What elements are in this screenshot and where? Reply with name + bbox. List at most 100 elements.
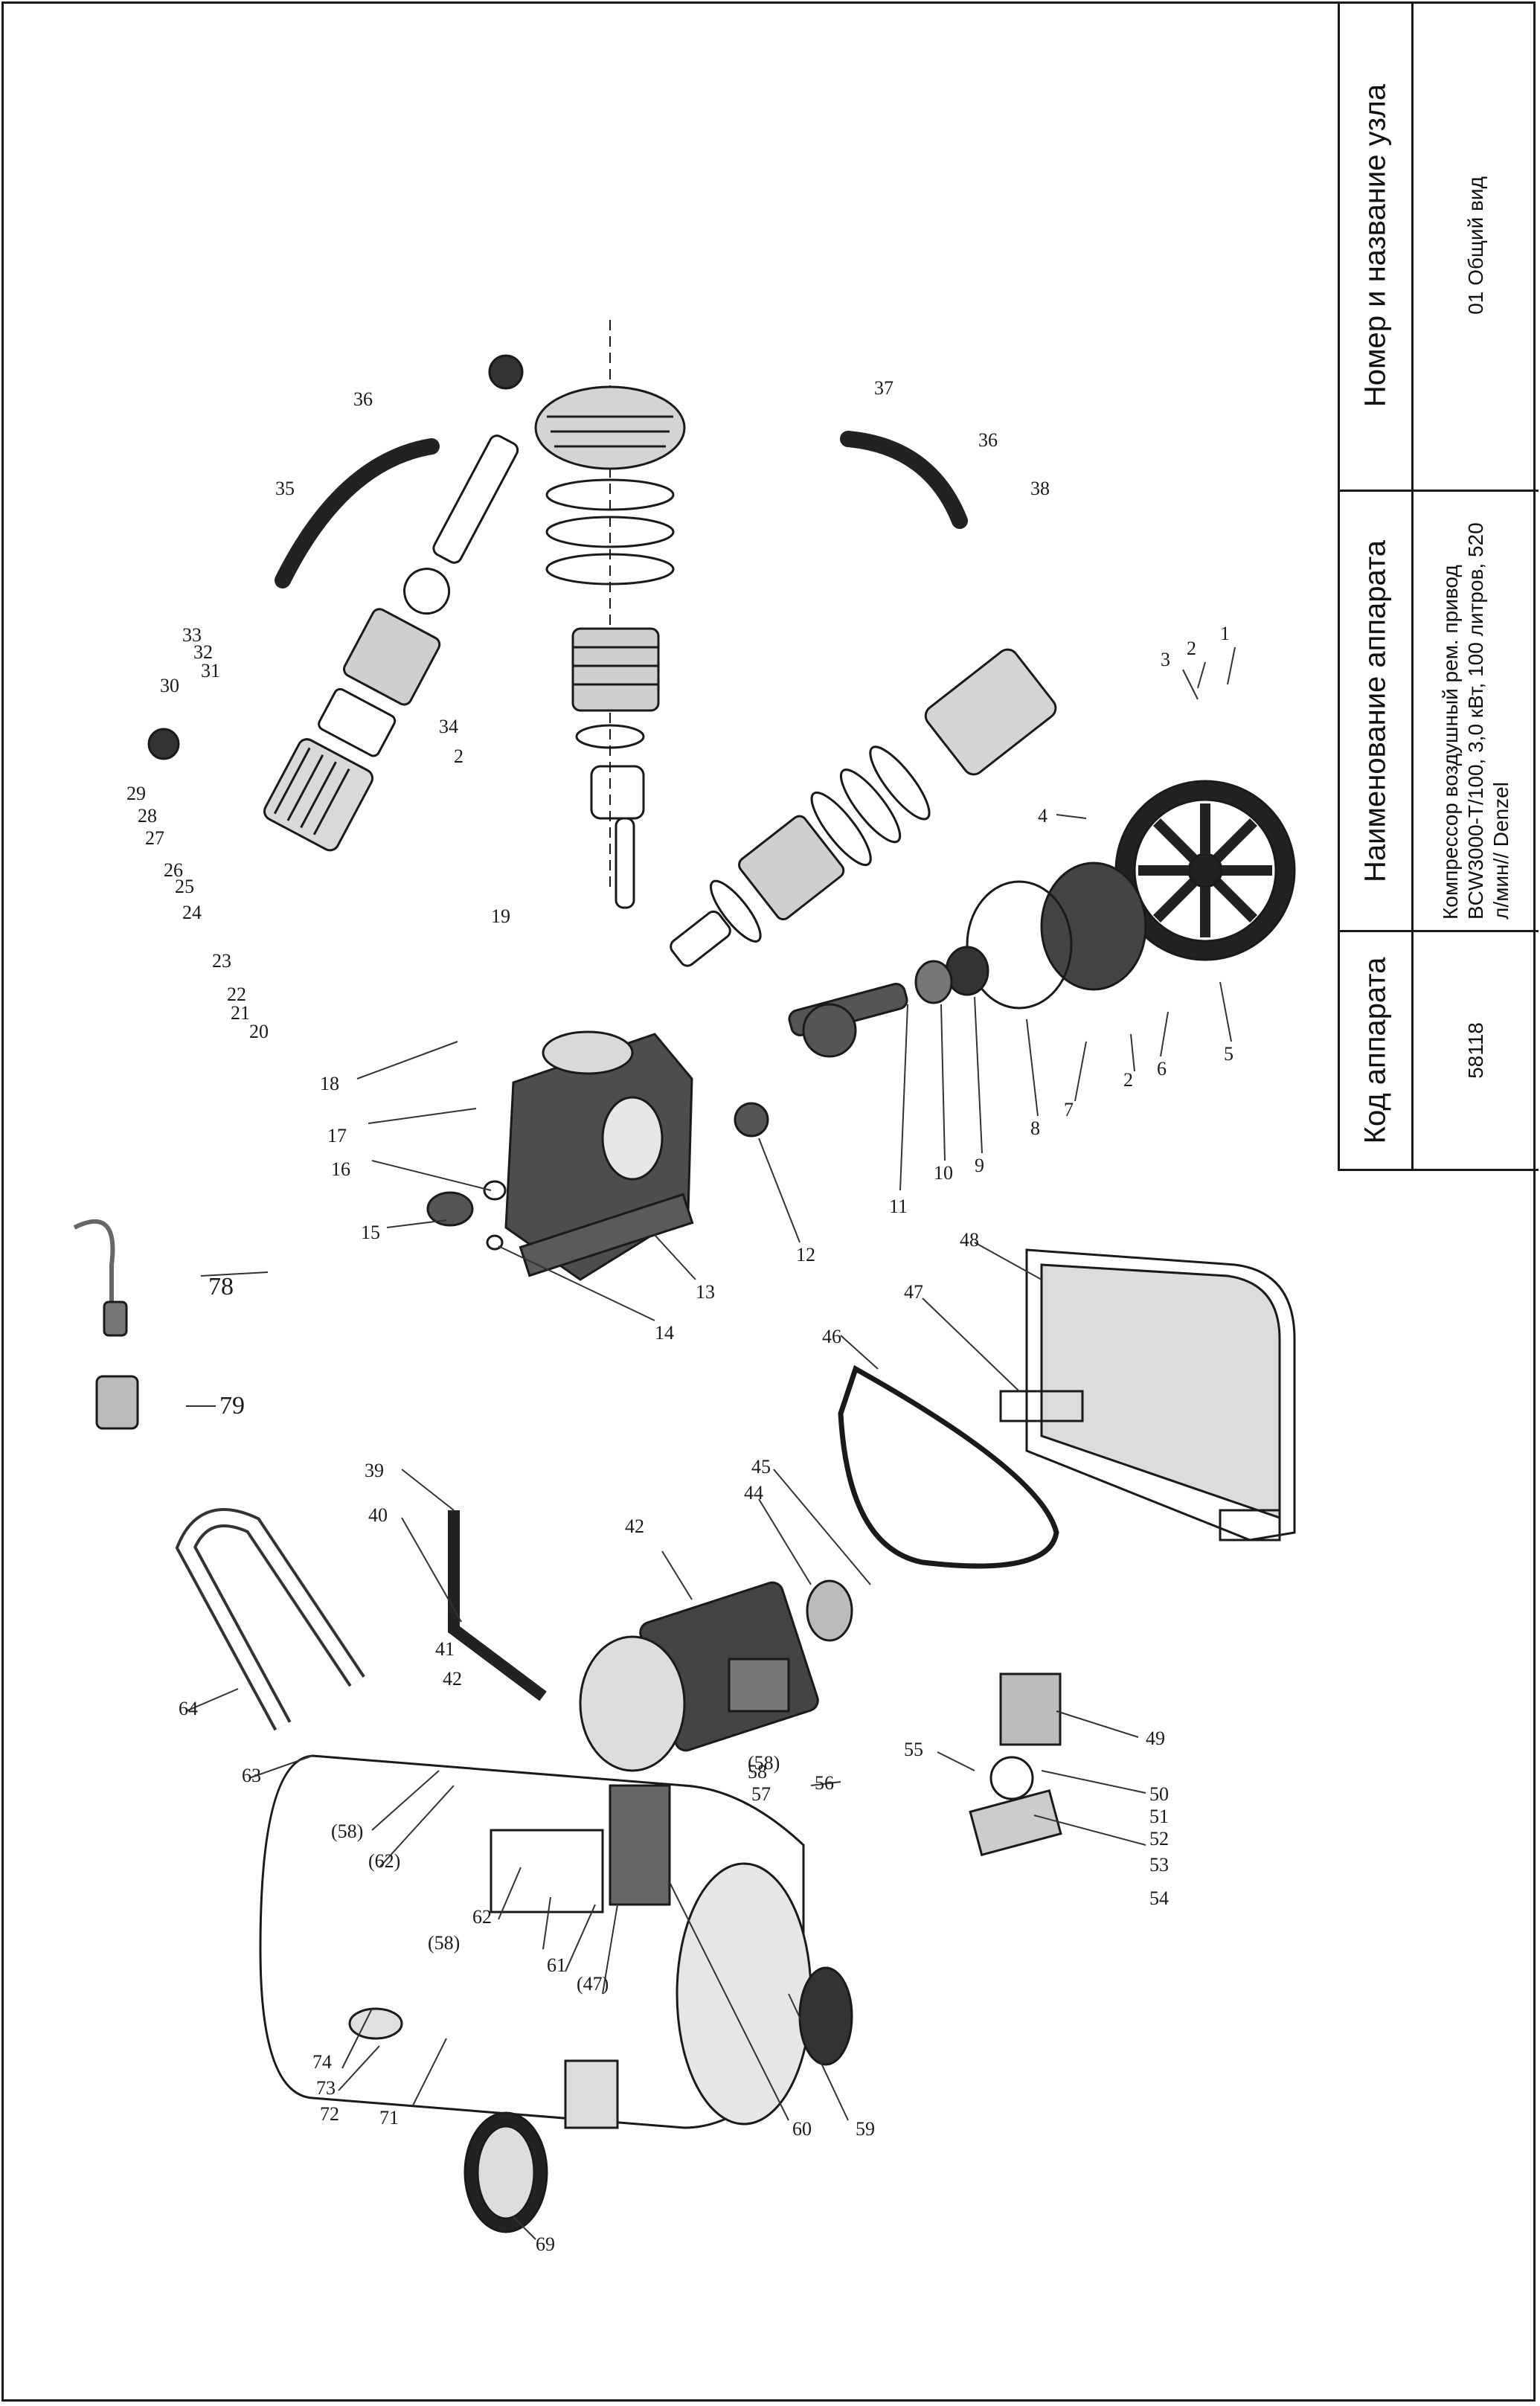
callout-55: 55 xyxy=(904,1739,923,1760)
code-header: Код аппарата xyxy=(1358,957,1392,1144)
callout-20: 20 xyxy=(249,1021,269,1042)
callout-78: 78 xyxy=(208,1273,234,1300)
callout-27: 27 xyxy=(145,827,164,849)
node-header: Номер и название узла xyxy=(1358,83,1392,408)
crankshaft xyxy=(734,983,908,1138)
callout-47: 47 xyxy=(904,1281,923,1303)
callout-58-left: (58) xyxy=(331,1820,363,1842)
callout-59: 59 xyxy=(856,2118,875,2140)
callout-2: 2 xyxy=(1123,1069,1133,1091)
callout-17: 17 xyxy=(327,1125,347,1146)
callout-29: 29 xyxy=(126,783,146,804)
callout-12: 12 xyxy=(796,1244,815,1265)
callout-62-paren: (62) xyxy=(368,1850,400,1872)
callout-42-motor: 42 xyxy=(625,1515,644,1537)
callout-25: 25 xyxy=(175,876,194,897)
pressure-switch xyxy=(999,1672,1062,1746)
gasket xyxy=(966,880,1073,1010)
name-header-cell: Наименование аппарата xyxy=(1340,492,1411,930)
callout-49: 49 xyxy=(1146,1727,1165,1749)
callout-30: 30 xyxy=(160,675,179,696)
v-belt xyxy=(838,1364,1059,1569)
callout-18: 18 xyxy=(320,1073,339,1094)
callout-36: 36 xyxy=(978,429,998,451)
right-intake-hose xyxy=(840,431,968,529)
code-header-cell: Код аппарата xyxy=(1340,932,1411,1169)
electric-motor xyxy=(579,1581,819,1772)
right-cylinder-assembly xyxy=(670,648,1057,967)
callout-48: 48 xyxy=(960,1229,979,1251)
callout-63: 63 xyxy=(242,1765,261,1786)
callout-19: 19 xyxy=(491,905,510,927)
crankcase xyxy=(504,1030,694,1281)
callout-50: 50 xyxy=(1149,1783,1169,1805)
callout-69: 69 xyxy=(536,2233,555,2255)
callout-2: 2 xyxy=(454,745,463,767)
callout-41: 41 xyxy=(435,1638,455,1660)
name-header: Наименование аппарата xyxy=(1358,539,1392,882)
callout-14: 14 xyxy=(655,1322,674,1344)
node-header-cell: Номер и название узла xyxy=(1340,1,1411,490)
callout-8: 8 xyxy=(1030,1117,1040,1139)
wheel xyxy=(463,2111,548,2233)
node-value: 01 Общий вид xyxy=(1464,176,1487,315)
callout-60: 60 xyxy=(792,2118,812,2140)
callout-11: 11 xyxy=(889,1196,908,1217)
code-value-cell: 58118 xyxy=(1414,932,1539,1169)
callout-6: 6 xyxy=(1157,1058,1167,1080)
callout-5: 5 xyxy=(1224,1043,1233,1065)
callout-9: 9 xyxy=(975,1155,984,1176)
motor-pulley xyxy=(806,1579,853,1642)
name-value: Компрессор воздушный рем. привод BCW3000… xyxy=(1439,522,1512,920)
callout-38: 38 xyxy=(1030,478,1050,499)
callout-23: 23 xyxy=(212,950,231,972)
callout-24: 24 xyxy=(182,902,202,923)
pressure-switch-box xyxy=(609,1784,671,1906)
belt-guard xyxy=(999,1248,1296,1542)
left-cylinder-assembly xyxy=(263,434,519,852)
callout-74: 74 xyxy=(312,2051,332,2073)
callout-44: 44 xyxy=(744,1482,763,1504)
callout-31: 31 xyxy=(201,660,220,681)
callout-37: 37 xyxy=(874,377,893,399)
callout-39: 39 xyxy=(365,1460,384,1481)
callout-34: 34 xyxy=(439,716,458,737)
callout-71: 71 xyxy=(379,2107,399,2128)
callout-16: 16 xyxy=(331,1158,350,1180)
air-tank xyxy=(259,1754,853,2129)
callout-62: 62 xyxy=(472,1906,492,1928)
callout-10: 10 xyxy=(934,1162,953,1184)
callout-26: 26 xyxy=(164,859,183,881)
callout-58-motor: (58) xyxy=(748,1752,780,1774)
callout-53: 53 xyxy=(1149,1854,1169,1876)
callout-32: 32 xyxy=(193,641,213,663)
callout-57: 57 xyxy=(751,1783,771,1805)
callout-4: 4 xyxy=(1038,805,1047,827)
callout-61: 61 xyxy=(547,1954,566,1976)
callout-42: 42 xyxy=(443,1668,462,1690)
callout-22: 22 xyxy=(227,984,246,1005)
callout-46: 46 xyxy=(822,1326,841,1347)
callout-33: 33 xyxy=(182,624,202,646)
callout-21: 21 xyxy=(231,1002,250,1024)
callout-47-paren: (47) xyxy=(577,1973,609,1995)
node-value-cell: 01 Общий вид xyxy=(1414,1,1539,490)
callout-36: 36 xyxy=(353,388,373,410)
callout-2: 2 xyxy=(1187,638,1196,659)
callout-56: 56 xyxy=(815,1772,834,1794)
callout-79: 79 xyxy=(219,1392,245,1419)
code-value: 58118 xyxy=(1464,1022,1487,1079)
callout-64: 64 xyxy=(179,1698,198,1719)
exploded-view-drawing: 1 2 3 4 5 6 2 7 8 9 10 11 12 13 14 15 16… xyxy=(73,320,1296,2255)
left-intake-hose xyxy=(275,438,440,588)
callout-35: 35 xyxy=(275,478,295,499)
callout-72: 72 xyxy=(320,2103,339,2125)
title-block: Номер и название узла 01 Общий вид Наиме… xyxy=(1338,1,1539,1171)
callout-15: 15 xyxy=(361,1222,380,1243)
callout-52: 52 xyxy=(1149,1828,1169,1850)
callout-28: 28 xyxy=(138,805,157,827)
callout-54: 54 xyxy=(1149,1887,1169,1909)
callout-51: 51 xyxy=(1149,1806,1169,1827)
name-value-cell: Компрессор воздушный рем. привод BCW3000… xyxy=(1414,492,1539,930)
